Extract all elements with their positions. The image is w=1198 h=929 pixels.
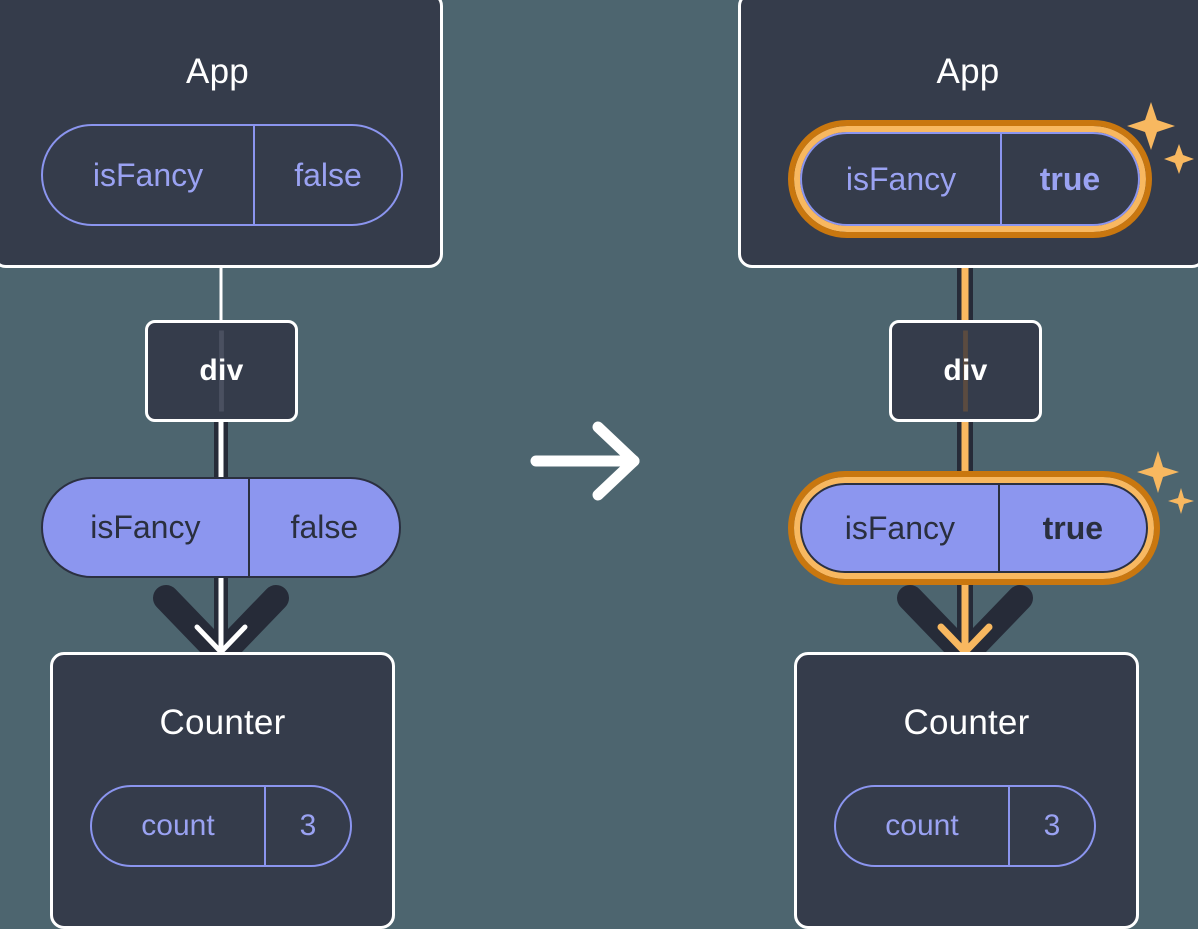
transition-right-arrow-icon [530,421,640,501]
app-state-pill-before: isFancy false [41,124,403,226]
div-node-label-after: div [943,354,988,387]
prop-pill-value-after: true [997,485,1146,571]
counter-state-pill-before: count 3 [90,785,352,867]
prop-pill-before: isFancy false [41,477,401,578]
app-title-before: App [186,52,249,91]
counter-state-pill-key-before: count [141,809,215,842]
prop-pill-key-before: isFancy [90,509,201,545]
div-node-label-before: div [199,354,244,387]
counter-state-pill-value-after: 3 [1008,787,1094,865]
app-state-pill-value-after: true [1000,134,1138,224]
prop-pill-value-before: false [247,479,399,576]
prop-pill-key-after: isFancy [844,509,955,546]
app-state-pill-key-before: isFancy [92,156,204,193]
app-state-pill-value-before: false [253,126,401,224]
div-node-before: div [145,320,298,422]
app-title-after: App [936,52,1000,91]
counter-state-pill-key-after: count [885,809,959,842]
counter-title-after: Counter [903,703,1030,742]
app-state-pill-after: isFancy true [800,132,1140,226]
counter-title-before: Counter [159,703,286,742]
div-internal-line-after [963,330,968,412]
div-node-after: div [889,320,1042,422]
app-state-pill-key-after: isFancy [845,160,957,197]
div-internal-line-before [219,330,224,412]
counter-state-pill-value-before: 3 [264,787,350,865]
counter-state-pill-after: count 3 [834,785,1096,867]
prop-pill-after: isFancy true [800,483,1148,573]
